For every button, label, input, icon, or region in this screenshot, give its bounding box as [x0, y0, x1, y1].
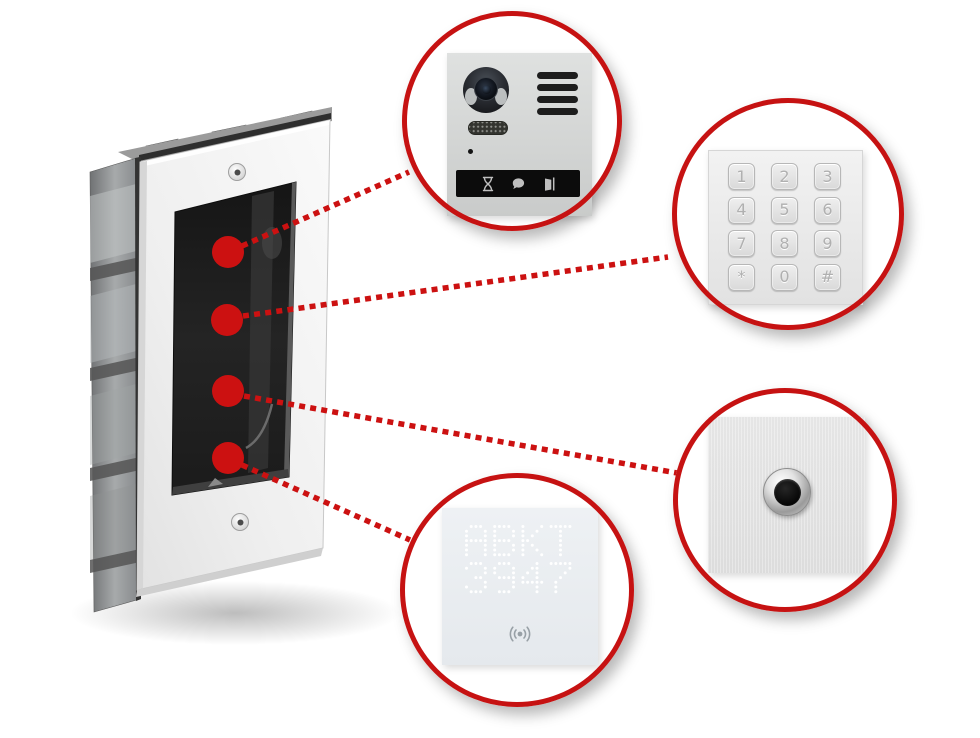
microphone-hole	[468, 149, 473, 154]
keypad-key-1[interactable]: 1	[728, 163, 755, 190]
camera-housing	[463, 67, 509, 113]
slot-marker-2[interactable]	[211, 304, 243, 336]
device-shadow	[70, 581, 400, 645]
keypad-key-4[interactable]: 4	[728, 196, 755, 224]
backbox-seam	[139, 113, 331, 161]
rfid-waves-icon	[509, 626, 531, 642]
camera-glint	[495, 88, 507, 105]
slot-marker-1[interactable]	[212, 236, 244, 268]
backbox-side	[89, 156, 141, 613]
keypad-key-#[interactable]: #	[814, 263, 841, 291]
speaker-slot	[537, 108, 578, 115]
status-icon-bar	[456, 170, 580, 197]
call-button[interactable]	[763, 468, 811, 516]
display-module-callout[interactable]	[400, 473, 634, 707]
connector-1	[240, 169, 411, 249]
slot-marker-3[interactable]	[212, 375, 244, 407]
keypad-key-9[interactable]: 9	[814, 230, 841, 257]
camera-module-callout[interactable]	[402, 11, 622, 231]
screw-top	[228, 163, 246, 181]
camera-module-panel	[447, 53, 592, 216]
microphone-grille	[468, 121, 508, 135]
keypad-key-7[interactable]: 7	[728, 230, 755, 257]
connector-4	[240, 462, 412, 543]
display-module-panel	[442, 508, 598, 665]
speaker-slot	[537, 72, 578, 79]
keypad-key-0[interactable]: 0	[771, 263, 798, 291]
speaker-slot	[537, 84, 578, 91]
slot-marker-4[interactable]	[212, 442, 244, 474]
keypad-key-*[interactable]: *	[728, 263, 755, 291]
speaker-slots	[537, 72, 578, 115]
keypad-key-6[interactable]: 6	[814, 196, 841, 224]
speaker-slot	[537, 96, 578, 103]
dot-matrix-line-2	[465, 562, 575, 596]
talk-icon	[512, 177, 524, 189]
dot-matrix-line-1	[465, 525, 575, 559]
keypad-key-3[interactable]: 3	[814, 163, 841, 190]
call-button-module-panel	[708, 417, 865, 573]
keypad-key-2[interactable]: 2	[771, 163, 798, 190]
camera-lens	[474, 77, 498, 101]
hourglass-icon	[482, 176, 493, 191]
bell-button-module-callout[interactable]	[673, 388, 897, 612]
keypad-key-8[interactable]: 8	[771, 230, 798, 257]
keypad-key-5[interactable]: 5	[771, 196, 798, 224]
call-button-center	[773, 478, 801, 506]
connector-2	[242, 254, 669, 319]
door-open-icon	[544, 177, 554, 191]
screw-bottom	[231, 513, 249, 531]
